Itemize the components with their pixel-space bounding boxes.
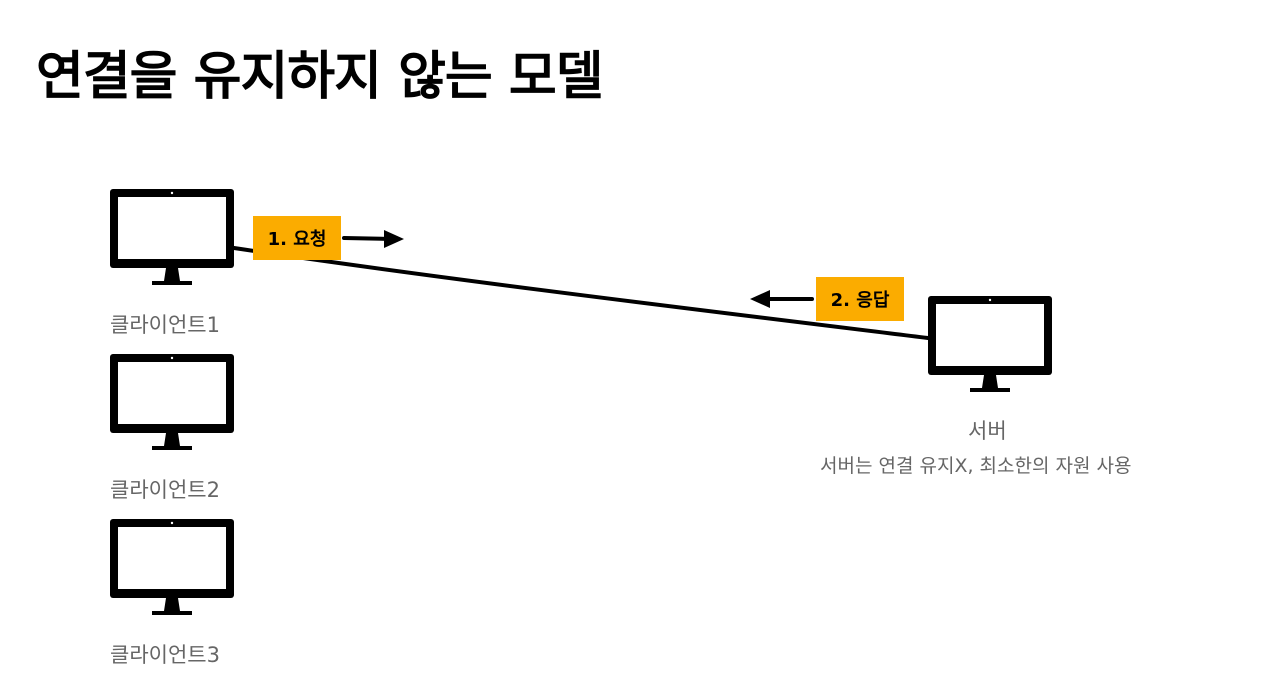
server-monitor-icon [928, 296, 1052, 392]
client-monitor-icon [110, 354, 234, 450]
server-label: 서버 [968, 419, 1007, 443]
client-monitor-icon [110, 189, 234, 285]
connection-line [232, 246, 930, 340]
server-note: 서버는 연결 유지X, 최소한의 자원 사용 [820, 455, 1132, 477]
client-label: 클라이언트3 [110, 643, 220, 667]
request-badge: 1. 요청 [253, 216, 341, 260]
response-badge: 2. 응답 [816, 277, 904, 321]
page-title: 연결을 유지하지 않는 모델 [36, 47, 604, 107]
request-arrow-icon [342, 230, 404, 248]
client-monitor-icon [110, 519, 234, 615]
response-arrow-icon [750, 290, 814, 308]
client-label: 클라이언트1 [110, 313, 220, 337]
client-label: 클라이언트2 [110, 478, 220, 502]
